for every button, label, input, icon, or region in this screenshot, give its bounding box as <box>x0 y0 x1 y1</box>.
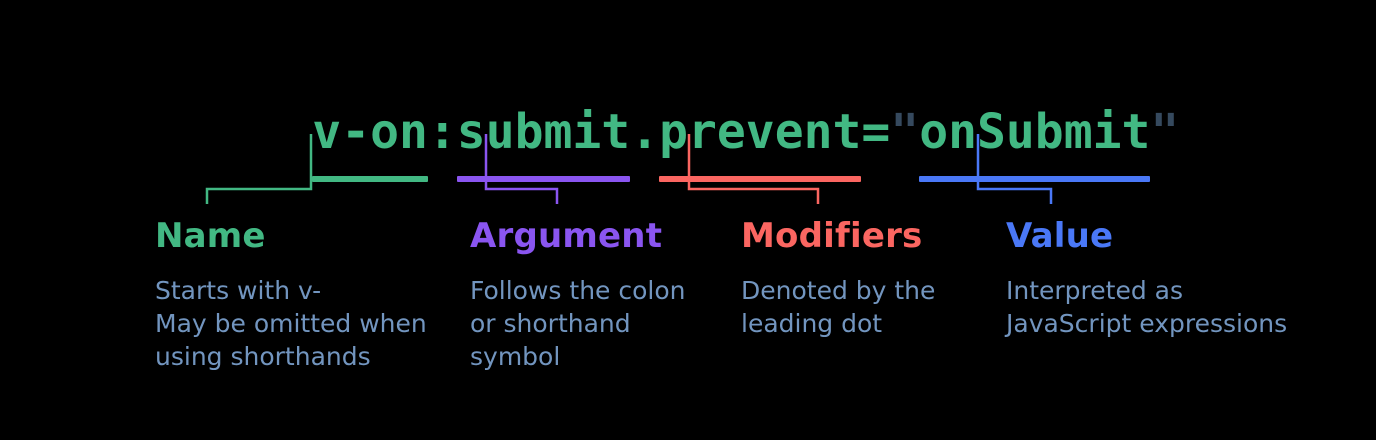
label-name-title: Name <box>155 216 266 256</box>
code-segment-name: v-on <box>312 108 428 182</box>
code-text-colon: : <box>427 104 457 160</box>
code-segment-equals: = <box>861 108 890 156</box>
label-modifiers-title: Modifiers <box>741 216 923 256</box>
code-text-modifiers: prevent <box>659 104 862 160</box>
code-segment-colon: : <box>428 108 457 156</box>
label-argument-description: Follows the colon or shorthand symbol <box>470 276 686 371</box>
code-text-open-quote: " <box>890 104 920 160</box>
label-name: Name Starts with v- May be omitted when … <box>155 216 427 373</box>
code-text-equals: = <box>861 104 891 160</box>
directive-code: v-on:submit.prevent="onSubmit" <box>0 60 1376 204</box>
label-name-description: Starts with v- May be omitted when using… <box>155 276 427 371</box>
code-text-dot: . <box>630 104 660 160</box>
code-segment-dot: . <box>630 108 659 156</box>
label-argument: Argument Follows the colon or shorthand … <box>470 216 686 373</box>
code-text-value: onSubmit <box>919 104 1151 160</box>
argument-underline-bar <box>456 176 631 182</box>
modifiers-underline-bar <box>659 176 862 182</box>
code-text-name: v-on <box>312 104 428 160</box>
label-value: Value Interpreted as JavaScript expressi… <box>1006 216 1287 340</box>
name-underline-bar <box>312 176 428 182</box>
label-modifiers: Modifiers Denoted by the leading dot <box>741 216 935 340</box>
label-modifiers-description: Denoted by the leading dot <box>741 276 936 338</box>
code-segment-argument: submit <box>456 108 631 182</box>
code-segment-open-quote: " <box>890 108 919 156</box>
code-segment-value: onSubmit <box>919 108 1151 182</box>
label-argument-title: Argument <box>470 216 663 256</box>
code-segment-close-quote: " <box>1150 108 1179 156</box>
label-value-title: Value <box>1006 216 1114 256</box>
code-text-argument: submit <box>456 104 631 160</box>
code-text-close-quote: " <box>1150 104 1180 160</box>
value-underline-bar <box>919 176 1151 182</box>
label-value-description: Interpreted as JavaScript expressions <box>1006 276 1288 338</box>
code-segment-modifiers: prevent <box>659 108 862 182</box>
